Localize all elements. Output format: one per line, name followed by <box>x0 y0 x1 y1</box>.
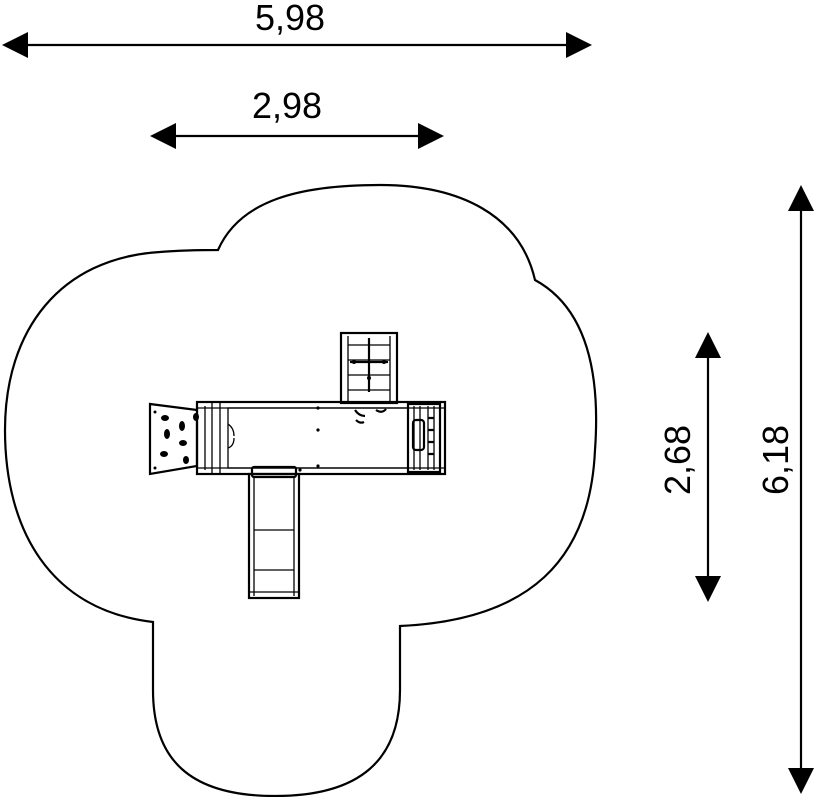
platform-width-label: 2,98 <box>252 85 322 126</box>
arrow-right-icon <box>418 123 444 149</box>
platform-depth-label: 2,68 <box>657 425 698 495</box>
main-platform <box>195 400 447 476</box>
ladder-bolt <box>382 360 386 364</box>
arrow-left-icon <box>150 123 176 149</box>
ladder-outer <box>339 331 399 405</box>
overall-width-label: 5,98 <box>255 0 325 38</box>
right-end-wheel <box>411 418 426 452</box>
arrow-up-icon <box>788 185 814 211</box>
arrow-left-icon <box>2 32 28 58</box>
arrow-up-icon <box>695 332 721 358</box>
ladder-bolt <box>352 360 356 364</box>
climbing-bolt <box>153 410 157 414</box>
arrow-right-icon <box>566 32 592 58</box>
overall-depth-label: 6,18 <box>755 425 796 495</box>
deck-handle-mark <box>227 437 235 449</box>
climbing-grip <box>161 415 169 421</box>
safety-zone-outline <box>3 183 598 797</box>
platform-deck <box>227 407 409 469</box>
climbing-wall-outline <box>148 402 199 476</box>
deck-handle-mark <box>355 419 365 424</box>
dimension-overall-depth: 6,18 <box>755 185 814 794</box>
arrow-down-icon <box>788 768 814 794</box>
dimension-platform-width: 2,98 <box>150 85 444 149</box>
climbing-wall <box>148 402 206 476</box>
slide-entry <box>250 465 298 479</box>
deck-handle-mark <box>354 409 366 418</box>
play-structure <box>148 331 447 600</box>
dimension-overall-width: 5,98 <box>2 0 592 58</box>
deck-handle-mark <box>227 423 235 437</box>
climbing-grip <box>160 451 168 457</box>
deck-bolt <box>316 428 320 432</box>
right-end-wheel-mark <box>428 416 434 456</box>
right-end-panel <box>406 402 442 474</box>
slide-chute <box>247 472 301 600</box>
deck-bolt <box>298 468 302 472</box>
climbing-bolt <box>153 466 157 470</box>
deck-bolt <box>316 406 320 410</box>
climbing-grip <box>179 421 185 431</box>
climbing-grip <box>164 429 170 439</box>
slide <box>247 465 301 600</box>
ladder-bolt <box>367 376 371 380</box>
arrow-down-icon <box>695 576 721 602</box>
deck-bolt <box>316 464 320 468</box>
climbing-grip <box>183 456 189 464</box>
dimension-platform-depth: 2,68 <box>657 332 721 602</box>
ladder <box>339 331 399 405</box>
deck-handle-mark <box>375 408 387 413</box>
right-end-frame <box>406 402 442 474</box>
climbing-grip <box>179 440 187 446</box>
climbing-grip <box>193 413 199 421</box>
